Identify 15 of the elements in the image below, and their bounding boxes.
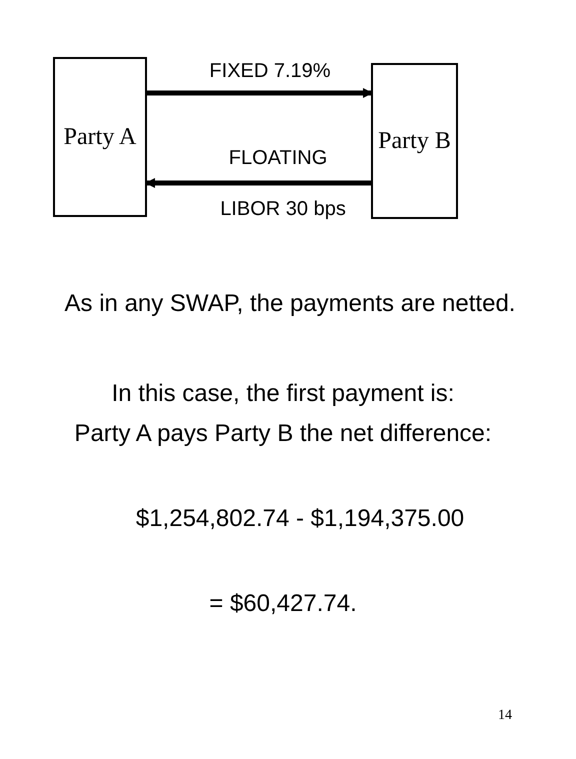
party-name: Party A xyxy=(64,124,136,150)
party-name: Party B xyxy=(378,128,451,154)
body-text: As in any SWAP, the payments are netted. xyxy=(64,290,516,318)
rate-text: LIBOR 30 bps xyxy=(220,198,346,221)
edge-label: FIXED 7.19% xyxy=(209,60,331,83)
body-text: In this case, the first payment is: xyxy=(112,380,454,408)
party-box xyxy=(371,63,458,219)
page-number: 14 xyxy=(498,708,512,724)
arrow xyxy=(145,178,371,188)
party-box xyxy=(53,57,147,217)
body-text: Party A pays Party B the net difference: xyxy=(74,420,492,448)
edge-label: FLOATING xyxy=(228,147,328,170)
arrow xyxy=(147,88,373,98)
result-text: = $60,427.74. xyxy=(209,590,357,618)
formula-text: $1,254,802.74 - $1,194,375.00 xyxy=(136,505,464,533)
